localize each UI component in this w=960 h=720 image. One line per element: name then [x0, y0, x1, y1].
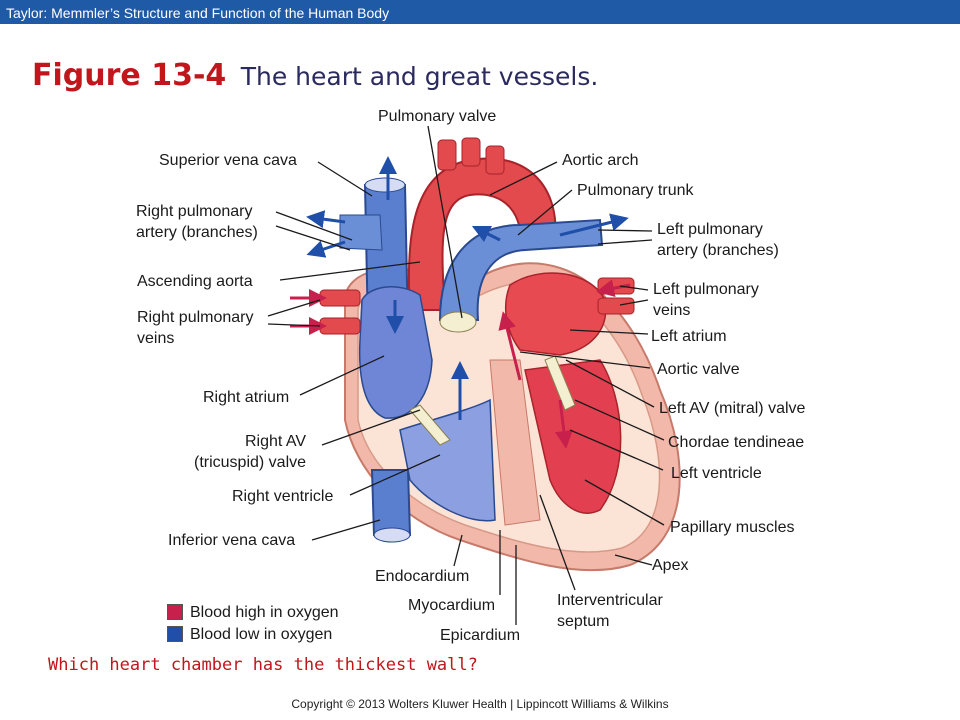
septum: [489, 359, 541, 526]
mitral-valve: [544, 355, 576, 411]
label-left-pulmonary-veins: Left pulmonary veins: [653, 281, 759, 319]
pulmonary-trunk: [438, 218, 604, 321]
label-myocardium: Myocardium: [408, 597, 496, 614]
label-superior-vena-cava: Superior vena cava: [159, 152, 297, 169]
tricuspid-valve: [409, 404, 451, 446]
label-left-pulmonary-artery: Left pulmonary artery (branches): [657, 221, 779, 259]
right-ventricle-chamber: [399, 398, 496, 522]
label-left-av-valve: Left AV (mitral) valve: [659, 400, 806, 417]
label-inferior-vena-cava: Inferior vena cava: [168, 532, 296, 549]
label-right-atrium: Right atrium: [203, 389, 290, 406]
aortic-branch-2: [461, 137, 481, 167]
left-ventricle-chamber: [524, 359, 622, 514]
aortic-branch-3: [485, 145, 505, 175]
figure-caption: The heart and great vessels.: [240, 62, 599, 91]
label-epicardium: Epicardium: [440, 627, 521, 644]
question-text: Which heart chamber has the thickest wal…: [48, 655, 478, 675]
label-endocardium: Endocardium: [375, 568, 470, 585]
label-interventricular-septum: Interventricular septum: [557, 592, 663, 630]
label-apex: Apex: [652, 557, 689, 574]
header-text: Taylor: Memmler’s Structure and Function…: [6, 5, 390, 21]
label-aortic-valve: Aortic valve: [657, 361, 740, 378]
header-bar: Taylor: Memmler’s Structure and Function…: [0, 0, 960, 24]
left-atrium-chamber: [504, 272, 607, 356]
label-papillary-muscles: Papillary muscles: [670, 519, 795, 536]
label-pulmonary-trunk: Pulmonary trunk: [577, 182, 694, 199]
label-chordae-tendineae: Chordae tendineae: [668, 434, 805, 451]
figure-number: Figure 13-4: [32, 58, 227, 93]
label-ascending-aorta: Ascending aorta: [137, 273, 253, 290]
aortic-branch-1: [437, 139, 457, 171]
label-right-pulmonary-artery: Right pulmonary artery (branches): [136, 203, 258, 241]
legend-label-high-oxygen: Blood high in oxygen: [190, 604, 339, 621]
right-pulmonary-artery: [339, 214, 383, 251]
copyright-text: Copyright © 2013 Wolters Kluwer Health |…: [291, 697, 669, 711]
pulmonary-valve: [439, 311, 477, 333]
legend-label-low-oxygen: Blood low in oxygen: [190, 626, 333, 643]
label-left-ventricle: Left ventricle: [671, 465, 762, 482]
label-aortic-arch: Aortic arch: [562, 152, 639, 169]
figure-title: Figure 13-4 The heart and great vessels.: [32, 58, 598, 93]
legend-swatch-high-oxygen: [167, 604, 183, 620]
right-pulmonary-veins: [319, 289, 361, 307]
label-right-ventricle: Right ventricle: [232, 488, 334, 505]
label-right-av-valve: Right AV (tricuspid) valve: [194, 433, 307, 471]
label-left-atrium: Left atrium: [651, 328, 727, 345]
label-pulmonary-valve: Pulmonary valve: [378, 108, 497, 125]
legend-swatch-low-oxygen: [167, 626, 183, 642]
inferior-vena-cava: [370, 469, 412, 536]
label-right-pulmonary-veins: Right pulmonary veins: [137, 309, 254, 347]
